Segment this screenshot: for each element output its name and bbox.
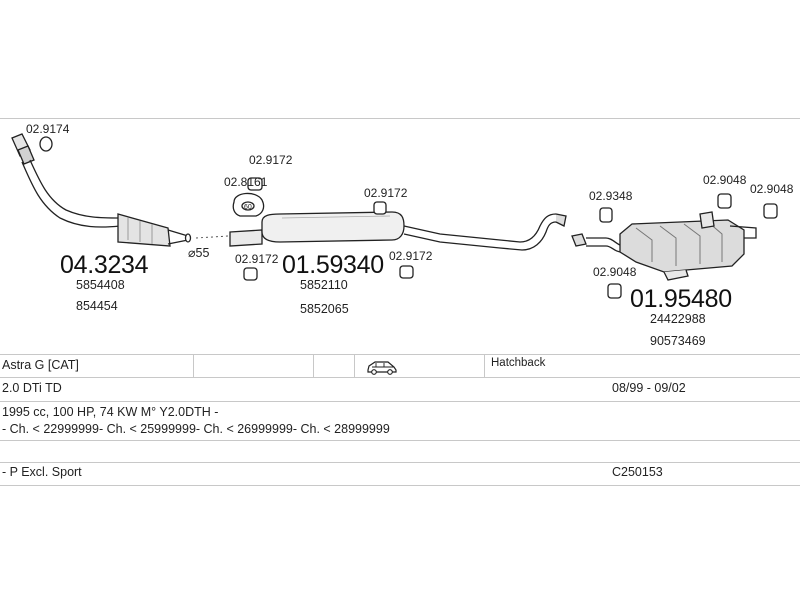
engine-spec: 1995 cc, 100 HP, 74 KW M° Y2.0DTH - xyxy=(2,405,219,419)
table-divider xyxy=(313,354,314,377)
table-rule xyxy=(0,485,800,486)
clamp-label: 02.9048 xyxy=(703,173,747,187)
table-rule xyxy=(0,354,800,355)
center-silencer-ref: 5852065 xyxy=(300,302,349,316)
front-pipe-ref: 5854408 xyxy=(76,278,125,292)
catalog-code: C250153 xyxy=(612,465,663,479)
front-pipe-drawing xyxy=(11,133,192,247)
clamp-label: 02.9048 xyxy=(593,265,637,279)
pipe-diameter-label: ⌀55 xyxy=(188,246,210,260)
clamp-label: 02.9172 xyxy=(249,153,293,167)
table-divider xyxy=(484,354,485,377)
body-type: Hatchback xyxy=(491,357,546,369)
rear-silencer-ref: 24422988 xyxy=(650,312,706,326)
rear-silencer-ref: 90573469 xyxy=(650,334,706,348)
table-divider xyxy=(193,354,194,377)
rubber-mounts-drawing xyxy=(232,177,778,299)
production-period: 08/99 - 09/02 xyxy=(612,381,686,395)
clamp-label: 02.9172 xyxy=(235,252,279,266)
clamp-label: 02.8161 xyxy=(224,175,268,189)
variant: - P Excl. Sport xyxy=(2,465,82,479)
chassis-numbers: - Ch. < 22999999- Ch. < 25999999- Ch. < … xyxy=(2,422,390,436)
table-rule xyxy=(0,440,800,441)
clamp-label: 02.9172 xyxy=(364,186,408,200)
ring-clamp-drawing xyxy=(39,136,53,152)
front-pipe-number: 04.3234 xyxy=(60,251,149,279)
table-divider xyxy=(354,354,355,377)
table-rule xyxy=(0,462,800,463)
clamp-label: 02.9172 xyxy=(389,249,433,263)
engine: 2.0 DTi TD xyxy=(2,381,62,395)
center-silencer-number: 01.59340 xyxy=(282,251,384,279)
clamp-label: 02.9048 xyxy=(750,182,794,196)
center-silencer-drawing xyxy=(229,211,567,251)
bracket-label: 60 xyxy=(244,204,252,211)
table-rule xyxy=(0,401,800,402)
car-hatchback-icon xyxy=(367,361,397,375)
clamp-label: 02.9348 xyxy=(589,189,633,203)
rear-silencer-number: 01.95480 xyxy=(630,285,732,313)
rear-silencer-drawing xyxy=(571,211,757,281)
vehicle-model: Astra G [CAT] xyxy=(2,358,79,372)
clamp-label: 02.9174 xyxy=(26,122,70,136)
table-rule xyxy=(0,377,800,378)
front-pipe-ref: 854454 xyxy=(76,299,118,313)
exhaust-drawing: 60 xyxy=(11,133,778,299)
center-silencer-ref: 5852110 xyxy=(300,278,348,292)
top-divider xyxy=(0,118,800,119)
